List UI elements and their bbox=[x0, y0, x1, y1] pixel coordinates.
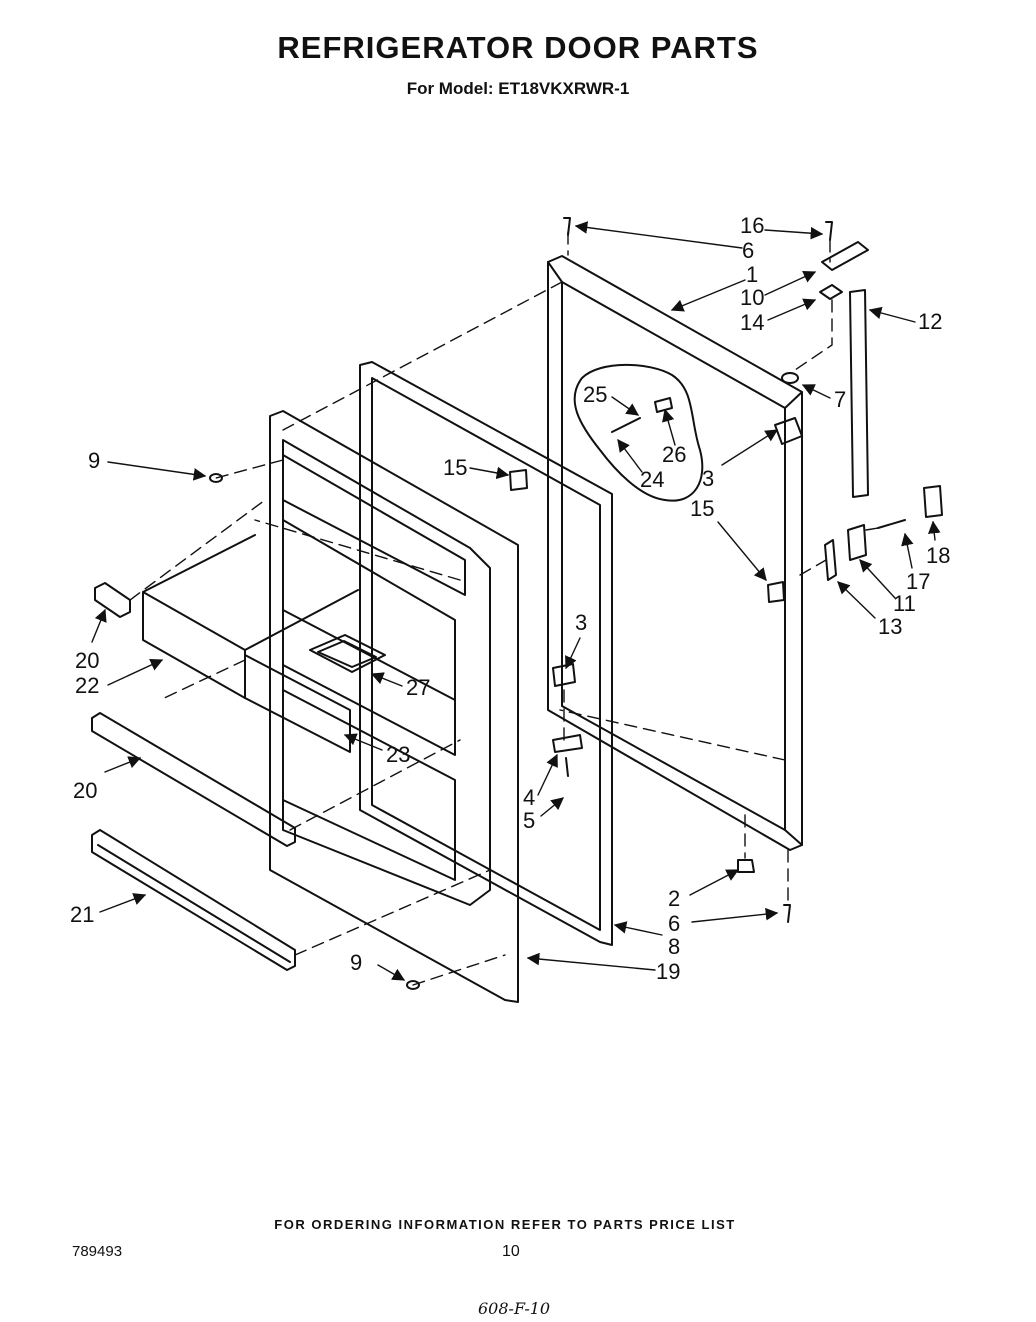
callout: 14 bbox=[740, 310, 764, 335]
callout: 13 bbox=[878, 614, 902, 639]
callout: 17 bbox=[906, 569, 930, 594]
cutaway-detail bbox=[573, 363, 704, 502]
inner-door-liner bbox=[269, 410, 519, 1003]
door-gasket bbox=[359, 361, 613, 946]
callout: 22 bbox=[75, 673, 99, 698]
callout: 5 bbox=[523, 808, 535, 833]
callout: 15 bbox=[690, 496, 714, 521]
handwritten-code: 608-F-10 bbox=[478, 1299, 551, 1318]
door-shelves bbox=[91, 534, 359, 971]
callout: 6 bbox=[742, 238, 754, 263]
callout: 4 bbox=[523, 785, 535, 810]
callout: 16 bbox=[740, 213, 764, 238]
callout: 24 bbox=[640, 467, 664, 492]
callout: 27 bbox=[406, 675, 430, 700]
callout: 7 bbox=[834, 387, 846, 412]
callout: 25 bbox=[583, 382, 607, 407]
callout: 19 bbox=[656, 959, 680, 984]
callout: 20 bbox=[73, 778, 97, 803]
callout: 3 bbox=[575, 610, 587, 635]
callout: 10 bbox=[740, 285, 764, 310]
callout: 20 bbox=[75, 648, 99, 673]
callout: 8 bbox=[668, 934, 680, 959]
callout: 1 bbox=[746, 262, 758, 287]
model-subtitle: For Model: ET18VKXRWR-1 bbox=[406, 79, 630, 98]
callout: 21 bbox=[70, 902, 94, 927]
callout: 9 bbox=[88, 448, 100, 473]
page-number: 10 bbox=[502, 1243, 520, 1260]
callout: 6 bbox=[668, 911, 680, 936]
callout-labels: 16 6 1 10 14 12 7 25 26 24 3 15 9 15 18 … bbox=[70, 213, 950, 984]
callout: 3 bbox=[702, 466, 714, 491]
callout: 12 bbox=[918, 309, 942, 334]
hinge-hardware bbox=[509, 217, 943, 923]
assembly-lines bbox=[129, 231, 879, 986]
page-title: REFRIGERATOR DOOR PARTS bbox=[277, 30, 759, 65]
callout: 23 bbox=[386, 742, 410, 767]
callout: 18 bbox=[926, 543, 950, 568]
callout: 9 bbox=[350, 950, 362, 975]
leader-arrows bbox=[91, 221, 941, 981]
screws bbox=[209, 473, 420, 990]
door-frame bbox=[547, 255, 803, 851]
ordering-note: FOR ORDERING INFORMATION REFER TO PARTS … bbox=[274, 1217, 736, 1232]
callout: 2 bbox=[668, 886, 680, 911]
callout: 26 bbox=[662, 442, 686, 467]
document-number: 789493 bbox=[72, 1243, 123, 1260]
callout: 11 bbox=[893, 591, 916, 616]
callout: 15 bbox=[443, 455, 467, 480]
